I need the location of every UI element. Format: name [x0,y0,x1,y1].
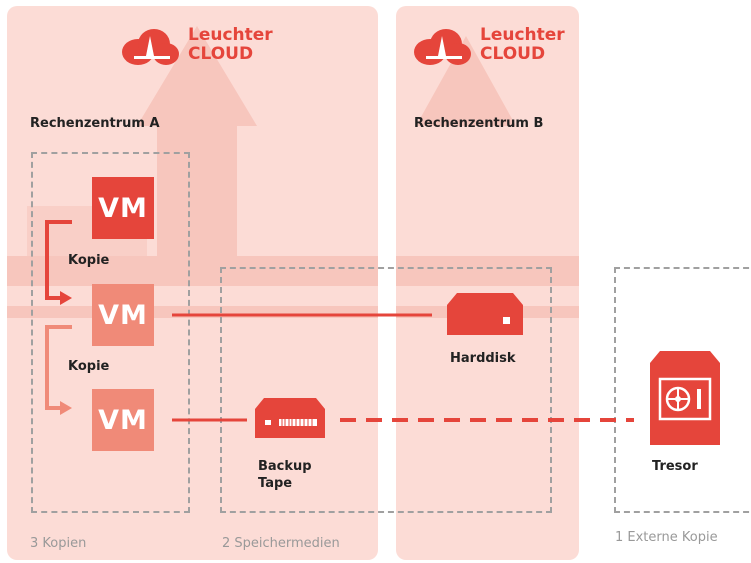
datacenter-b-title: Rechenzentrum B [414,116,544,131]
cloud-castle-icon-b [414,29,471,65]
brand-line-2: CLOUD [188,44,254,64]
brand-line-2-b: CLOUD [480,44,546,64]
backup-tape-icon [255,398,325,438]
harddisk-label: Harddisk [450,351,516,366]
copy-label-2: Kopie [68,359,110,374]
brand-line-1-b: Leuchter [480,25,565,45]
three-copies-group [31,152,190,513]
two-media-group [220,267,552,513]
footer-2-speichermedien: 2 Speichermedien [222,536,340,551]
castle-watermark-image-b [396,36,579,318]
cloud-castle-icon [122,29,179,65]
footer-3-kopien: 3 Kopien [30,536,87,551]
footer-1-externe-kopie: 1 Externe Kopie [615,530,718,545]
backup-label-line1: Backup [258,459,312,474]
datacenter-a-title: Rechenzentrum A [30,116,160,131]
external-copy-group [614,267,751,513]
backup-label-line2: Tape [258,476,293,491]
brand-line-1: Leuchter [188,25,273,45]
harddisk-icon [447,293,523,335]
leuchter-cloud-logo-b: Leuchter CLOUD [412,24,579,70]
safe-icon [650,351,720,445]
leuchter-cloud-logo: Leuchter CLOUD [120,24,290,70]
copy-label-1: Kopie [68,253,110,268]
vm-primary: VM [92,177,154,239]
vm-copy-1: VM [92,284,154,346]
datacenter-b-panel: Leuchter CLOUD Rechenzentrum B [396,6,579,560]
tresor-label: Tresor [652,459,698,474]
vm-copy-2: VM [92,389,154,451]
